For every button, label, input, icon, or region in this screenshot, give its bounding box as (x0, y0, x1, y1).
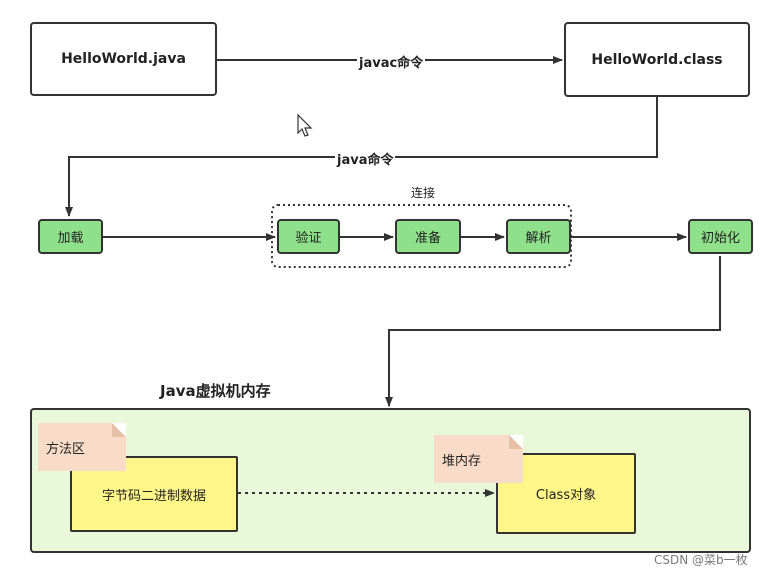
node-resolve: 解析 (506, 219, 571, 254)
node-label: HelloWorld.java (61, 51, 186, 67)
note-text: 方法区 (46, 441, 86, 457)
jvm-memory-title: Java虚拟机内存 (160, 382, 271, 400)
edge-init-memory (385, 256, 721, 407)
method-area-label: 方法区 (38, 423, 126, 471)
node-verify: 验证 (277, 219, 340, 254)
node-label: 初始化 (700, 231, 740, 246)
node-label: 加载 (57, 231, 84, 246)
heap-label: 堆内存 (434, 435, 523, 483)
link-group-label: 连接 (411, 186, 436, 200)
node-helloworld-java: HelloWorld.java (30, 22, 217, 96)
cursor-icon (297, 113, 313, 137)
node-class-object: Class对象 (496, 453, 636, 534)
node-label: 验证 (295, 231, 322, 246)
node-helloworld-class: HelloWorld.class (564, 22, 750, 97)
node-label: HelloWorld.class (591, 51, 723, 68)
node-label: 准备 (414, 231, 441, 246)
node-label: Class对象 (535, 488, 597, 503)
node-load: 加载 (38, 219, 103, 254)
node-init: 初始化 (688, 219, 753, 254)
note-text: 堆内存 (442, 453, 482, 469)
node-prepare: 准备 (395, 219, 461, 254)
node-label: 字节码二进制数据 (101, 488, 206, 504)
edge-label-javac: javac命令 (357, 52, 426, 71)
edge-label-java: java命令 (335, 149, 396, 168)
node-label: 解析 (525, 231, 552, 246)
watermark: CSDN @菜b一枚 (654, 553, 748, 567)
